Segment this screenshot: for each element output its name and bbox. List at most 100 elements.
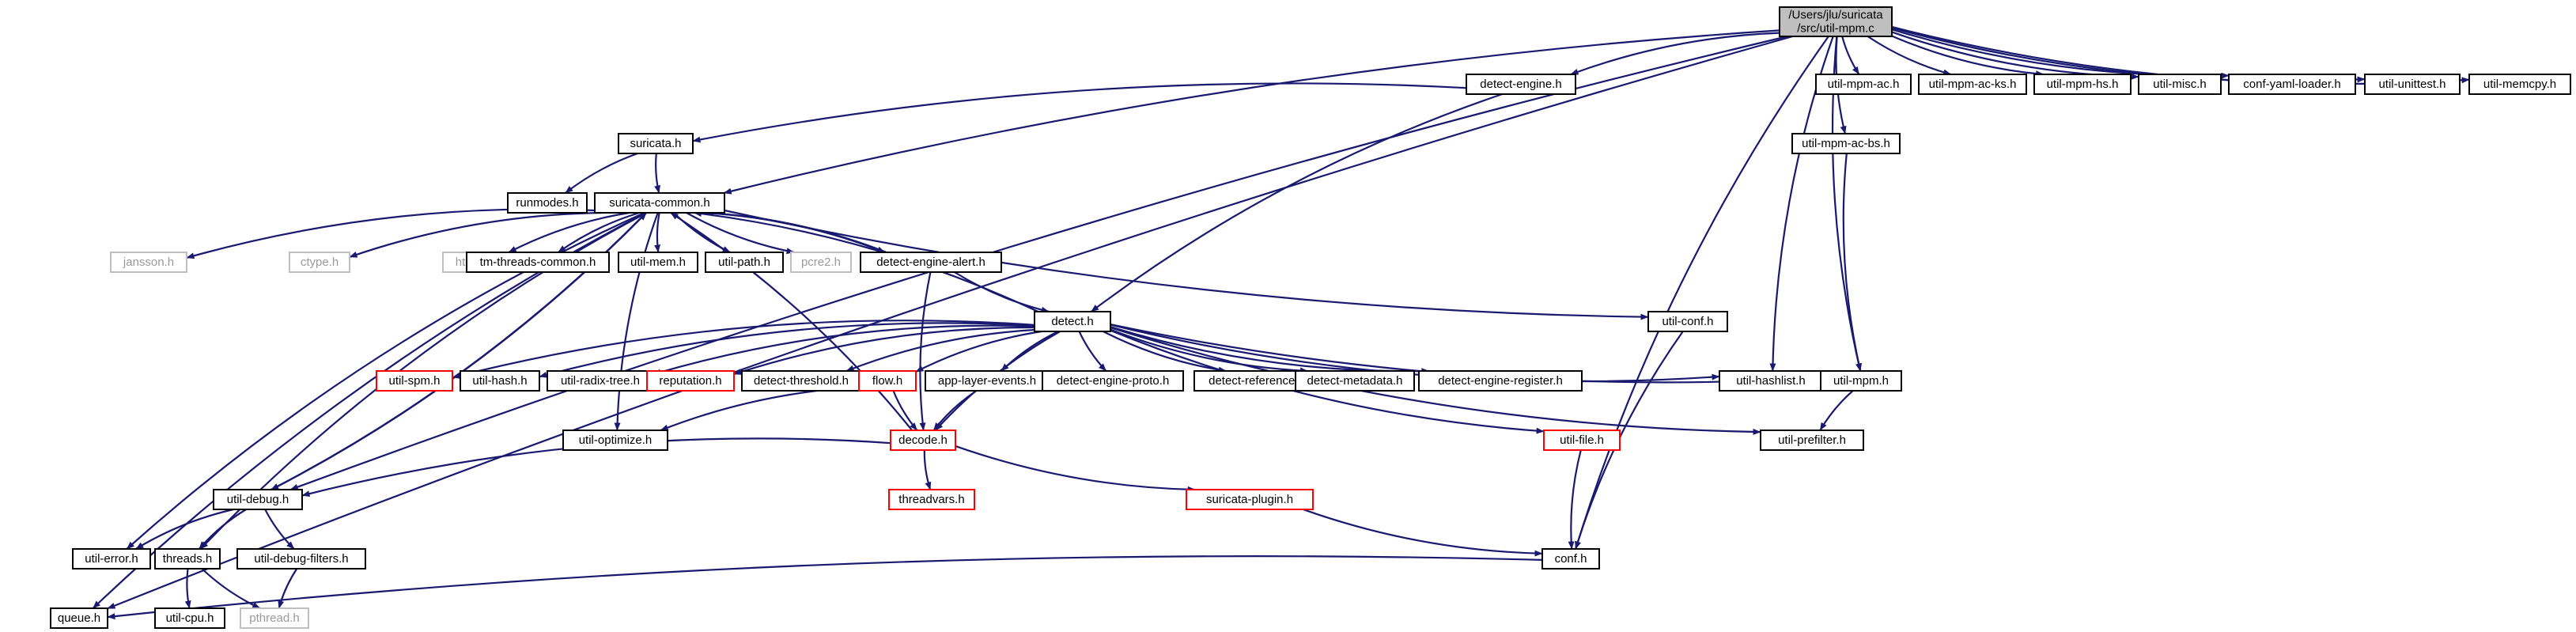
edge-flow-to-decode (892, 390, 918, 431)
node-box-util-cpu (154, 607, 225, 629)
node-util-error[interactable]: util-error.h (72, 548, 151, 570)
node-box-threads (154, 548, 221, 570)
node-box-suricata (618, 133, 694, 154)
node-util-mpm-hs[interactable]: util-mpm-hs.h (2033, 74, 2132, 95)
node-suricata-common[interactable]: suricata-common.h (594, 192, 725, 214)
node-util-prefilter[interactable]: util-prefilter.h (1760, 430, 1864, 451)
node-label-util-hashlist: util-hashlist.h (1736, 374, 1806, 388)
node-label-util-misc: util-misc.h (2153, 78, 2207, 91)
node-label-util-path: util-path.h (718, 255, 770, 269)
node-detect-engine-register[interactable]: detect-engine-register.h (1418, 370, 1583, 392)
node-conf[interactable]: conf.h (1541, 548, 1600, 570)
edge-app-layer-events-to-decode (932, 390, 978, 431)
node-box-threadvars (888, 489, 975, 510)
root-label-line1: /Users/jlu/suricata (1788, 9, 1883, 22)
node-util-optimize[interactable]: util-optimize.h (562, 430, 668, 451)
node-label-detect-threshold: detect-threshold.h (754, 374, 849, 388)
node-util-hashlist[interactable]: util-hashlist.h (1719, 370, 1823, 392)
node-util-debug[interactable]: util-debug.h (213, 489, 303, 510)
edge-detect-to-detect-engine-proto (1078, 331, 1107, 372)
node-util-mem[interactable]: util-mem.h (618, 252, 698, 273)
node-box-util-mpm-hs (2033, 74, 2132, 95)
node-box-detect-engine-alert (860, 252, 1002, 273)
node-label-decode: decode.h (898, 433, 948, 447)
edge-root-to-conf (1575, 36, 1829, 550)
edge-util-debug-to-util-debug-filters (264, 509, 295, 550)
node-util-mpm-ac[interactable]: util-mpm-ac.h (1815, 74, 1912, 95)
node-label-util-unittest: util-unittest.h (2378, 78, 2445, 91)
node-detect-engine-proto[interactable]: detect-engine-proto.h (1042, 370, 1184, 392)
node-label-ctype: ctype.h (301, 255, 339, 269)
node-reputation[interactable]: reputation.h (646, 370, 735, 392)
edge-root-to-conf-yaml-loader (1891, 28, 2230, 79)
node-util-hash[interactable]: util-hash.h (460, 370, 540, 392)
node-label-util-prefilter: util-prefilter.h (1778, 433, 1846, 447)
node-label-util-hash: util-hash.h (472, 374, 527, 388)
node-pcre2[interactable]: pcre2.h (790, 252, 852, 273)
edge-suricata-to-runmodes (565, 152, 638, 194)
node-label-app-layer-events: app-layer-events.h (938, 374, 1036, 388)
node-label-util-mpm-ac-bs: util-mpm-ac-bs.h (1802, 137, 1890, 150)
node-flow[interactable]: flow.h (858, 370, 917, 392)
node-util-unittest[interactable]: util-unittest.h (2364, 74, 2461, 95)
node-app-layer-events[interactable]: app-layer-events.h (925, 370, 1050, 392)
edge-suricata-to-suricata-common (654, 153, 660, 194)
node-label-util-error: util-error.h (85, 552, 138, 566)
node-box-util-unittest (2364, 74, 2461, 95)
node-util-debug-filters[interactable]: util-debug-filters.h (236, 548, 366, 570)
node-box-util-memcpy (2468, 74, 2571, 95)
node-suricata-plugin[interactable]: suricata-plugin.h (1186, 489, 1314, 510)
node-box-util-path (705, 252, 784, 273)
node-threadvars[interactable]: threadvars.h (888, 489, 975, 510)
node-suricata[interactable]: suricata.h (618, 133, 694, 154)
node-box-util-mem (618, 252, 698, 273)
node-threads[interactable]: threads.h (154, 548, 221, 570)
node-pthread[interactable]: pthread.h (240, 607, 309, 629)
root-label-line2: /src/util-mpm.c (1797, 22, 1874, 36)
node-detect-threshold[interactable]: detect-threshold.h (741, 370, 861, 392)
node-util-mpm[interactable]: util-mpm.h (1820, 370, 1902, 392)
node-conf-yaml-loader[interactable]: conf-yaml-loader.h (2228, 74, 2356, 95)
node-tm-threads-common[interactable]: tm-threads-common.h (466, 252, 610, 273)
node-util-cpu[interactable]: util-cpu.h (154, 607, 225, 629)
edge-util-debug-filters-to-pthread (278, 568, 298, 609)
node-label-detect-reference: detect-reference.h (1209, 374, 1305, 388)
node-label-pcre2: pcre2.h (801, 255, 841, 269)
node-util-file[interactable]: util-file.h (1543, 430, 1621, 451)
node-util-path[interactable]: util-path.h (705, 252, 784, 273)
node-util-spm[interactable]: util-spm.h (376, 370, 453, 392)
node-detect[interactable]: detect.h (1034, 311, 1111, 332)
edge-detect-to-util-radix-tree (653, 324, 1035, 376)
edge-detect-to-flow (915, 330, 1042, 373)
node-detect-engine[interactable]: detect-engine.h (1466, 74, 1576, 95)
node-queue[interactable]: queue.h (50, 607, 108, 629)
node-box-detect-threshold (741, 370, 861, 392)
node-label-suricata-common: suricata-common.h (609, 196, 710, 210)
node-label-util-memcpy: util-memcpy.h (2483, 78, 2556, 91)
edge-suricata-common-to-util-path (673, 212, 731, 253)
node-util-memcpy[interactable]: util-memcpy.h (2468, 74, 2571, 95)
edge-threads-to-pthread (201, 568, 261, 609)
edge-util-mpm-ac-bs-to-util-mpm (1842, 153, 1863, 372)
node-jansson[interactable]: jansson.h (110, 252, 187, 273)
node-decode[interactable]: decode.h (890, 430, 956, 451)
node-label-util-spm: util-spm.h (388, 374, 440, 388)
node-box-util-optimize (562, 430, 668, 451)
node-box-jansson (110, 252, 187, 273)
root-node-util-mpm-c[interactable]: /Users/jlu/suricata /src/util-mpm.c (1779, 6, 1893, 37)
edge-util-debug-to-util-error (135, 508, 234, 550)
node-util-conf[interactable]: util-conf.h (1647, 311, 1728, 332)
node-box-util-debug (213, 489, 303, 510)
node-util-misc[interactable]: util-misc.h (2138, 74, 2222, 95)
node-detect-engine-alert[interactable]: detect-engine-alert.h (860, 252, 1002, 273)
edge-suricata-common-to-util-optimize (614, 212, 659, 431)
node-util-radix-tree[interactable]: util-radix-tree.h (547, 370, 654, 392)
node-detect-metadata[interactable]: detect-metadata.h (1295, 370, 1415, 392)
node-ctype[interactable]: ctype.h (289, 252, 350, 273)
edge-root-to-detect-engine (1570, 32, 1780, 76)
node-runmodes[interactable]: runmodes.h (507, 192, 588, 214)
node-util-mpm-ac-ks[interactable]: util-mpm-ac-ks.h (1918, 74, 2027, 95)
node-util-mpm-ac-bs[interactable]: util-mpm-ac-bs.h (1791, 133, 1901, 154)
node-box-util-mpm-ac-ks (1918, 74, 2027, 95)
edge-suricata-common-to-ctype (349, 211, 603, 258)
